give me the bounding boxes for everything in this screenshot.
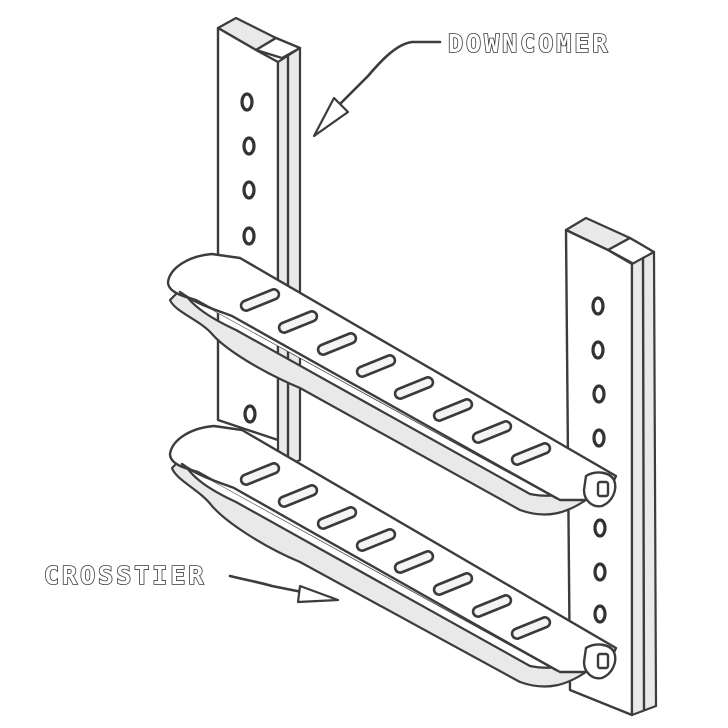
crosstier-slot [471, 594, 513, 618]
upper-crosstier-end-clip [596, 480, 610, 498]
crosstier-label: CROSSTIER [44, 561, 206, 590]
crosstier-slot [432, 398, 474, 422]
lower-crosstier-front-edge [180, 462, 558, 672]
crosstier-slot [316, 506, 358, 530]
crosstier-slot [239, 288, 281, 312]
crosstier-slot [277, 310, 319, 334]
downcomer-label: DOWNCOMER [448, 29, 610, 58]
crosstier-slot [393, 376, 435, 400]
crosstier-slot [316, 332, 358, 356]
upright-hole [592, 428, 606, 448]
downcomer-leader-line [338, 40, 442, 106]
upper-crosstier [166, 252, 618, 516]
upright-hole [242, 226, 256, 246]
lower-crosstier-web [170, 456, 614, 688]
lower-crosstier [168, 424, 618, 688]
crosstier-leader-line [228, 574, 304, 594]
upper-crosstier-web [168, 286, 614, 516]
crosstier-arrowhead [296, 584, 340, 604]
right-upright-holes [591, 296, 607, 624]
crosstier-slot [471, 420, 513, 444]
crosstier-slot [432, 572, 474, 596]
upright-hole [591, 296, 605, 316]
upper-crosstier-slots [239, 288, 552, 466]
downcomer-callout: DOWNCOMER [312, 28, 610, 138]
left-upright-holes [240, 92, 257, 424]
crosstier-slot [510, 616, 552, 640]
upright-hole [592, 384, 606, 404]
upper-crosstier-front-edge [178, 290, 558, 500]
upright-hole [243, 404, 257, 424]
upright-hole [242, 180, 256, 200]
crosstier-slot [510, 442, 552, 466]
upright-hole [591, 340, 605, 360]
left-downcomer-upright [216, 16, 302, 472]
upright-hole [593, 562, 607, 582]
crosstier-slot [277, 484, 319, 508]
crosstier-slot [393, 550, 435, 574]
lower-crosstier-end-clip [596, 652, 610, 670]
crosstier-slot [239, 462, 281, 486]
upright-hole [593, 604, 607, 624]
left-upright-top-return [254, 36, 302, 60]
upright-hole [593, 518, 607, 538]
crosstier-callout: CROSSTIER [43, 560, 340, 604]
crosstier-slot [355, 528, 397, 552]
right-upright-flange-edge [641, 256, 646, 712]
downcomer-arrowhead [312, 96, 350, 138]
upright-hole [240, 92, 254, 112]
crosstier-slot [355, 354, 397, 378]
upright-hole [242, 136, 256, 156]
lower-crosstier-slots [239, 462, 552, 640]
